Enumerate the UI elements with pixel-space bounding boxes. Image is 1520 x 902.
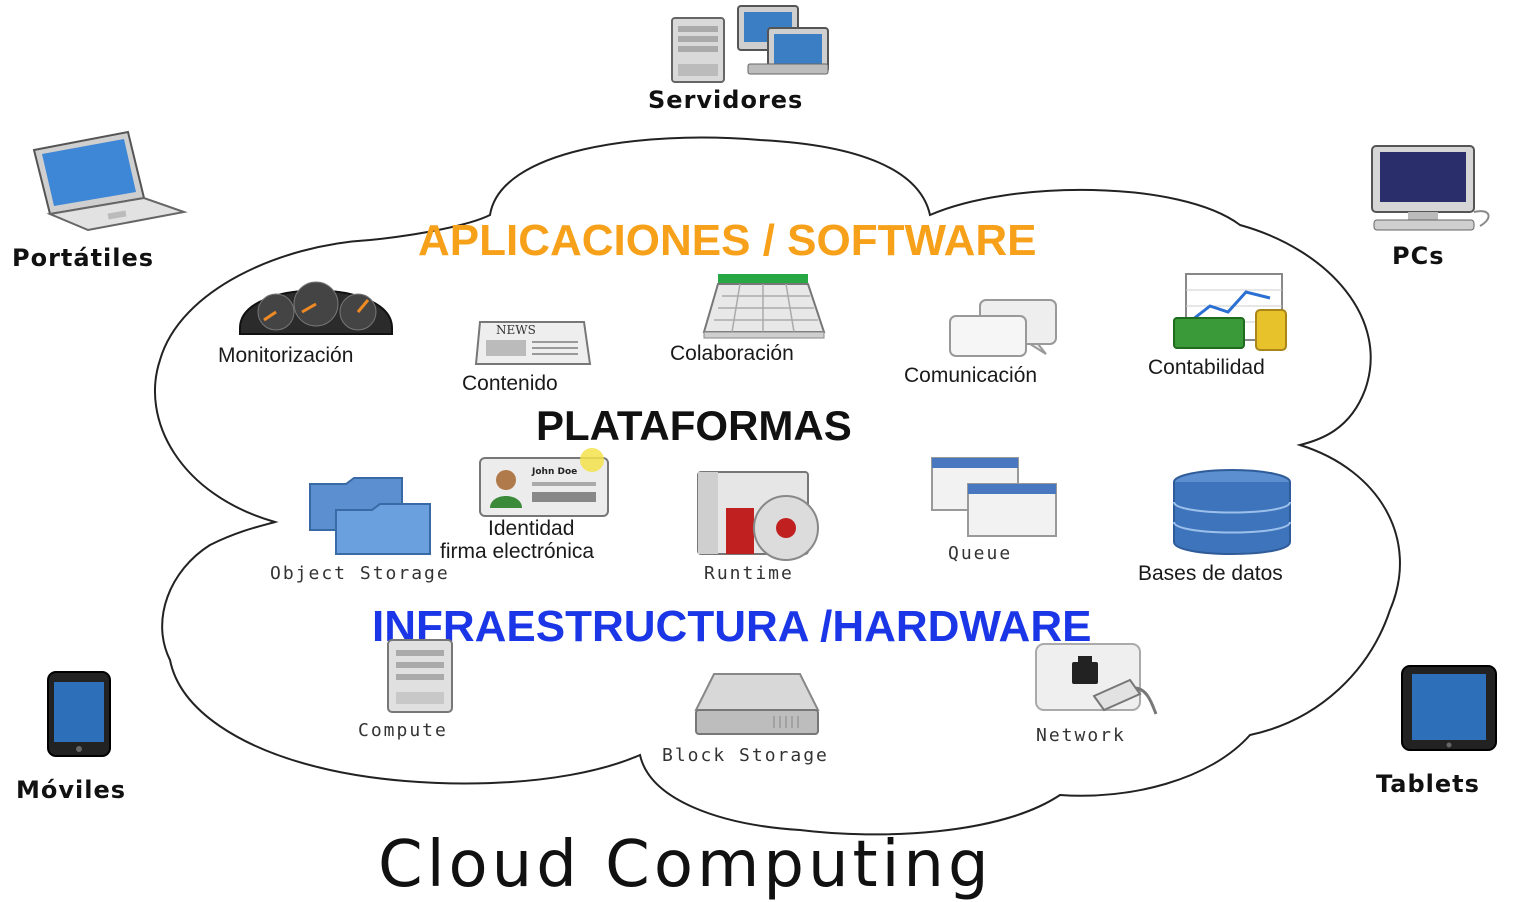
tablet-icon (1401, 665, 1497, 751)
databases-label: Bases de datos (1138, 562, 1283, 585)
infrastructure-layer-title: INFRAESTRUCTURA /HARDWARE (372, 602, 1092, 651)
folders-icon (309, 477, 431, 555)
collaboration-label: Colaboración (670, 342, 794, 365)
server-tower-icon (387, 639, 453, 713)
block-storage-label: Block Storage (662, 745, 829, 766)
database-icon (1173, 469, 1291, 555)
accounting-icon (1173, 273, 1287, 351)
queue-windows-icon (931, 457, 1057, 537)
runtime-disc-icon (697, 471, 819, 561)
id-card-name: John Doe (531, 467, 577, 477)
tablets-label: Tablets (1376, 770, 1480, 798)
platforms-layer-title: PLATAFORMAS (536, 402, 852, 449)
mobile-phone-icon (47, 671, 111, 757)
laptops-label: Portátiles (12, 244, 155, 272)
network-port-icon (1035, 643, 1158, 715)
accounting-label: Contabilidad (1148, 356, 1265, 379)
servers-icon (671, 5, 829, 83)
servers-label: Servidores (648, 86, 804, 114)
laptop-icon (32, 130, 188, 232)
newspaper-text: NEWS (496, 323, 536, 337)
hard-drive-icon (694, 673, 820, 735)
applications-layer-title: APLICACIONES / SOFTWARE (418, 216, 1037, 265)
monitoring-label: Monitorización (218, 344, 354, 367)
pc-icon (1371, 145, 1490, 231)
pcs-label: PCs (1392, 242, 1445, 270)
id-card-icon: John Doe (479, 448, 609, 517)
diagram-title: Cloud Computing (378, 828, 993, 902)
identity-label: Identidad (488, 517, 575, 540)
network-label: Network (1036, 725, 1126, 746)
dashboard-gauge-icon (239, 281, 393, 335)
communication-label: Comunicación (904, 364, 1038, 387)
digital-signature-label: firma electrónica (440, 540, 595, 563)
chat-bubbles-icon (949, 299, 1057, 357)
calendar-icon (702, 274, 826, 339)
runtime-label: Runtime (704, 563, 794, 584)
mobiles-label: Móviles (16, 776, 127, 804)
content-label: Contenido (462, 372, 558, 395)
object-storage-label: Object Storage (270, 563, 450, 584)
queue-label: Queue (948, 543, 1013, 564)
compute-label: Compute (358, 720, 448, 741)
newspaper-icon: NEWS (474, 321, 592, 365)
